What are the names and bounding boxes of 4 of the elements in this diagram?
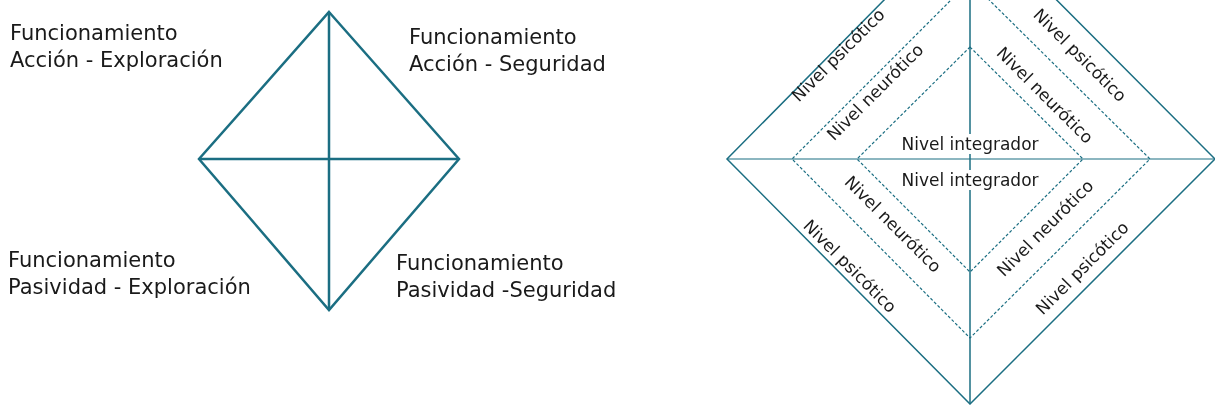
quadrant-label: Funcionamiento Pasividad -Seguridad <box>396 250 617 304</box>
quadrant-label: Funcionamiento Acción - Exploración <box>10 20 223 74</box>
quadrant-label: Funcionamiento Pasividad - Exploración <box>8 247 251 301</box>
quadrant-label: Funcionamiento Acción - Seguridad <box>409 24 606 78</box>
